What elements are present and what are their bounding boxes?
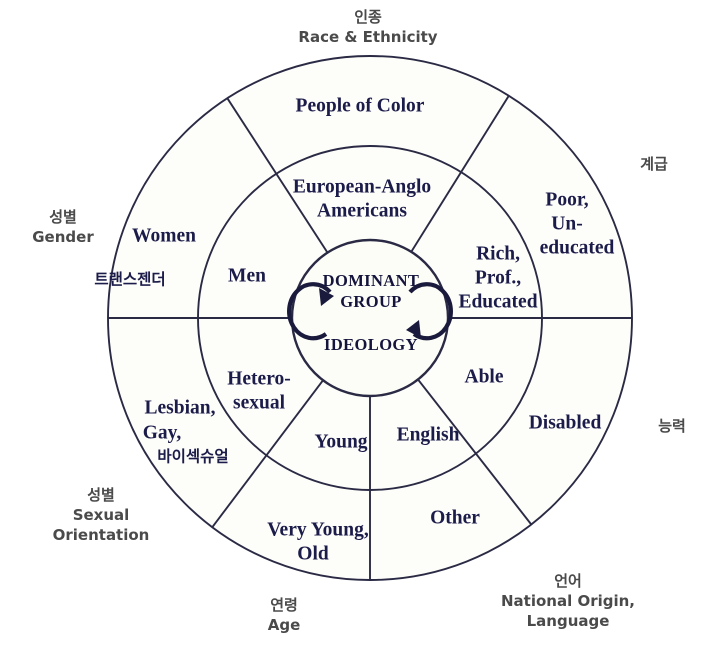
inner-label-gender: Men — [228, 265, 266, 286]
axis-label-race-kr: 인종 — [354, 8, 382, 26]
axis-label-ability: 능력 — [637, 417, 707, 437]
axis-label-ability-kr: 능력 — [658, 417, 686, 435]
axis-label-class: 계급 — [619, 155, 689, 175]
inner-label-race-line1: European-Anglo — [293, 176, 431, 197]
axis-label-orientation-en1: Sexual — [72, 505, 130, 524]
outer-label-language: Other — [430, 507, 480, 528]
axis-label-orientation-en2: Orientation — [52, 525, 150, 544]
axis-label-age-kr: 연령 — [270, 596, 298, 614]
axis-label-gender-en: Gender — [32, 227, 94, 246]
outer-label-age-line2: Old — [297, 543, 329, 564]
inner-label-class-line2: Prof., — [475, 267, 521, 288]
outer-label-age-line1: Very Young, — [267, 519, 369, 540]
outer-label-orientation-line3-kr: 바이섹슈얼 — [157, 448, 228, 466]
inner-label-orientation-line1: Hetero- — [227, 368, 291, 389]
outer-label-gender-kr: 트랜스젠더 — [94, 271, 165, 289]
inner-label-orientation-line2: sexual — [233, 392, 286, 413]
axis-label-age: 연령 Age — [229, 596, 339, 636]
axis-label-language-en2: Language — [526, 611, 610, 630]
dominant-group-core — [290, 238, 450, 398]
outer-label-class-line2: Un- — [551, 213, 582, 234]
axis-label-race-en: Race & Ethnicity — [298, 27, 438, 46]
axis-label-age-en: Age — [267, 615, 301, 634]
axis-label-gender: 성별 Gender — [8, 208, 118, 248]
outer-label-orientation-line1: Lesbian, — [145, 397, 216, 418]
outer-label-race: People of Color — [296, 95, 425, 116]
outer-label-ability: Disabled — [529, 412, 602, 433]
inner-ring-labels: European-Anglo Americans Rich, Prof., Ed… — [227, 176, 537, 452]
inner-label-class-line1: Rich, — [476, 243, 520, 264]
core-line-2: GROUP — [340, 292, 402, 311]
axis-label-sexual-orientation: 성별 Sexual Orientation — [21, 486, 181, 545]
axis-label-race-ethnicity: 인종 Race & Ethnicity — [288, 8, 448, 48]
core-text: DOMINANT GROUP IDEOLOGY — [323, 271, 420, 354]
outer-label-gender: Women — [132, 225, 196, 246]
axis-label-gender-kr: 성별 — [49, 208, 77, 226]
axis-label-national-origin-language: 언어 National Origin, Language — [478, 572, 658, 631]
inner-label-ability: Able — [465, 366, 504, 387]
axis-label-class-kr: 계급 — [640, 155, 668, 173]
inner-label-race-line2: Americans — [317, 200, 407, 221]
inner-label-language: English — [397, 424, 460, 445]
cycle-arrows-icon — [287, 282, 453, 341]
axis-label-language-en1: National Origin, — [500, 591, 635, 610]
core-line-1: DOMINANT — [323, 271, 420, 290]
outer-label-class-line3: educated — [540, 237, 615, 258]
outer-label-class-line1: Poor, — [545, 189, 588, 210]
outer-label-orientation-line2: Gay, — [143, 422, 182, 443]
outer-ring-labels: People of Color Poor, Un- educated Disab… — [94, 95, 614, 564]
inner-label-class-line3: Educated — [458, 291, 537, 312]
axis-label-language-kr: 언어 — [554, 572, 582, 590]
axis-label-orientation-kr: 성별 — [87, 486, 115, 504]
sector-spokes — [108, 95, 632, 580]
core-line-3: IDEOLOGY — [324, 335, 418, 354]
inner-label-age: Young — [314, 431, 367, 452]
